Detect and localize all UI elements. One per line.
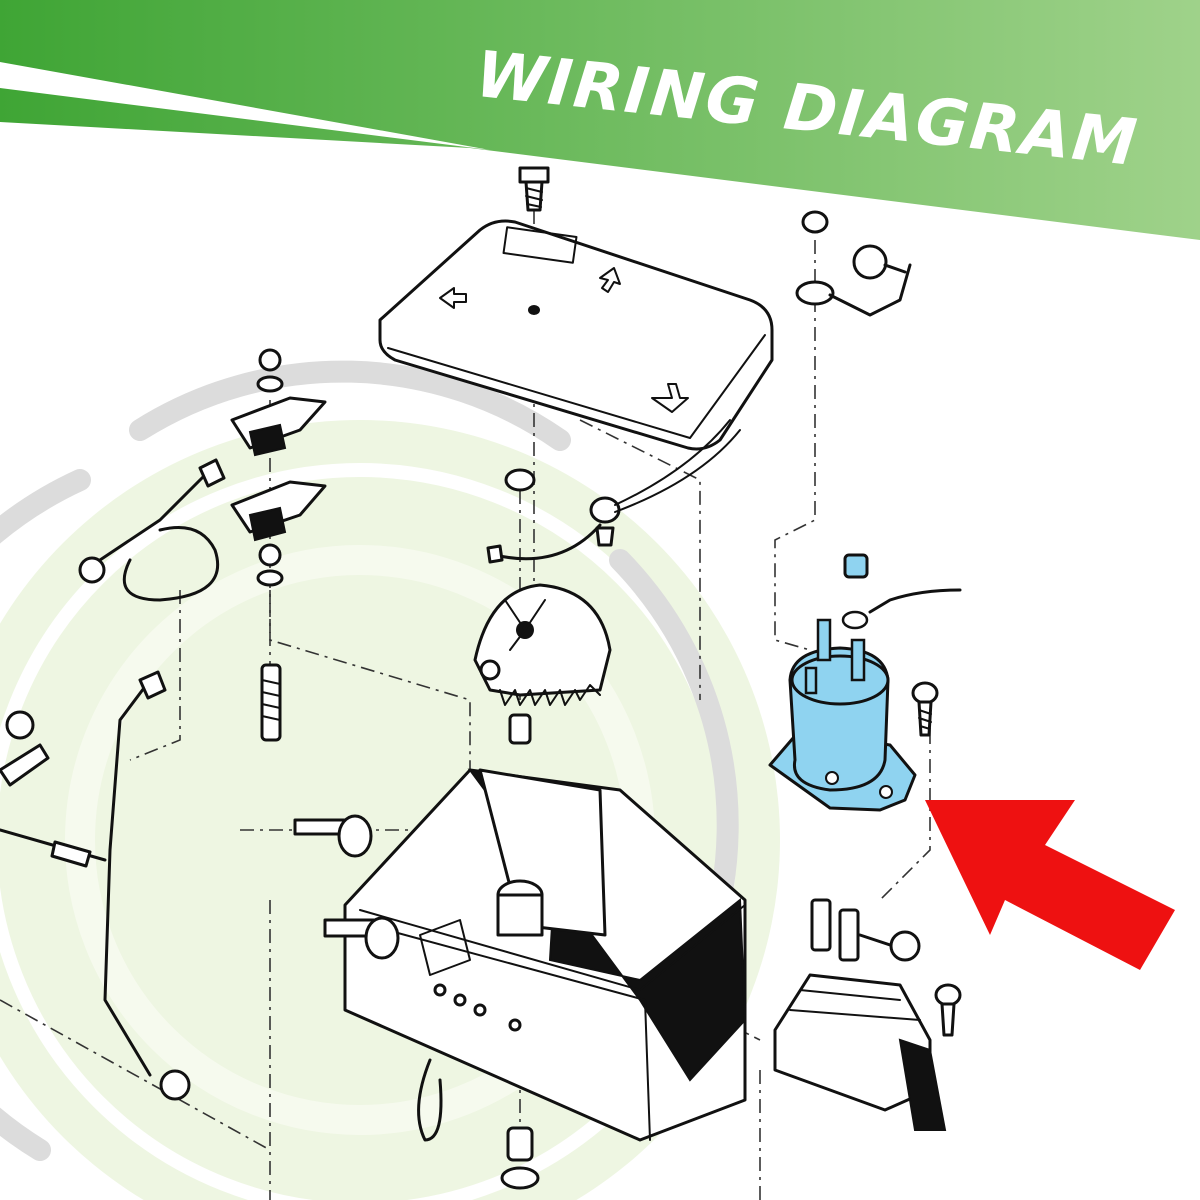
jumper-wire — [795, 210, 912, 317]
battery-cable — [0, 458, 226, 1101]
cover-bolt — [518, 166, 550, 212]
fuse-block — [773, 898, 962, 1131]
solenoid-screw — [911, 681, 939, 737]
solenoid — [768, 553, 962, 812]
battery-cover — [378, 219, 774, 451]
title-banner — [0, 0, 1200, 240]
cable-grommet — [589, 419, 741, 547]
bottom-hardware — [417, 1058, 540, 1190]
mounting-bolts — [293, 814, 400, 960]
gauge-sender-gear — [473, 468, 612, 745]
battery-tray — [343, 768, 747, 1142]
battery-terminal-clamps — [230, 348, 327, 742]
red-arrow — [925, 800, 1175, 970]
